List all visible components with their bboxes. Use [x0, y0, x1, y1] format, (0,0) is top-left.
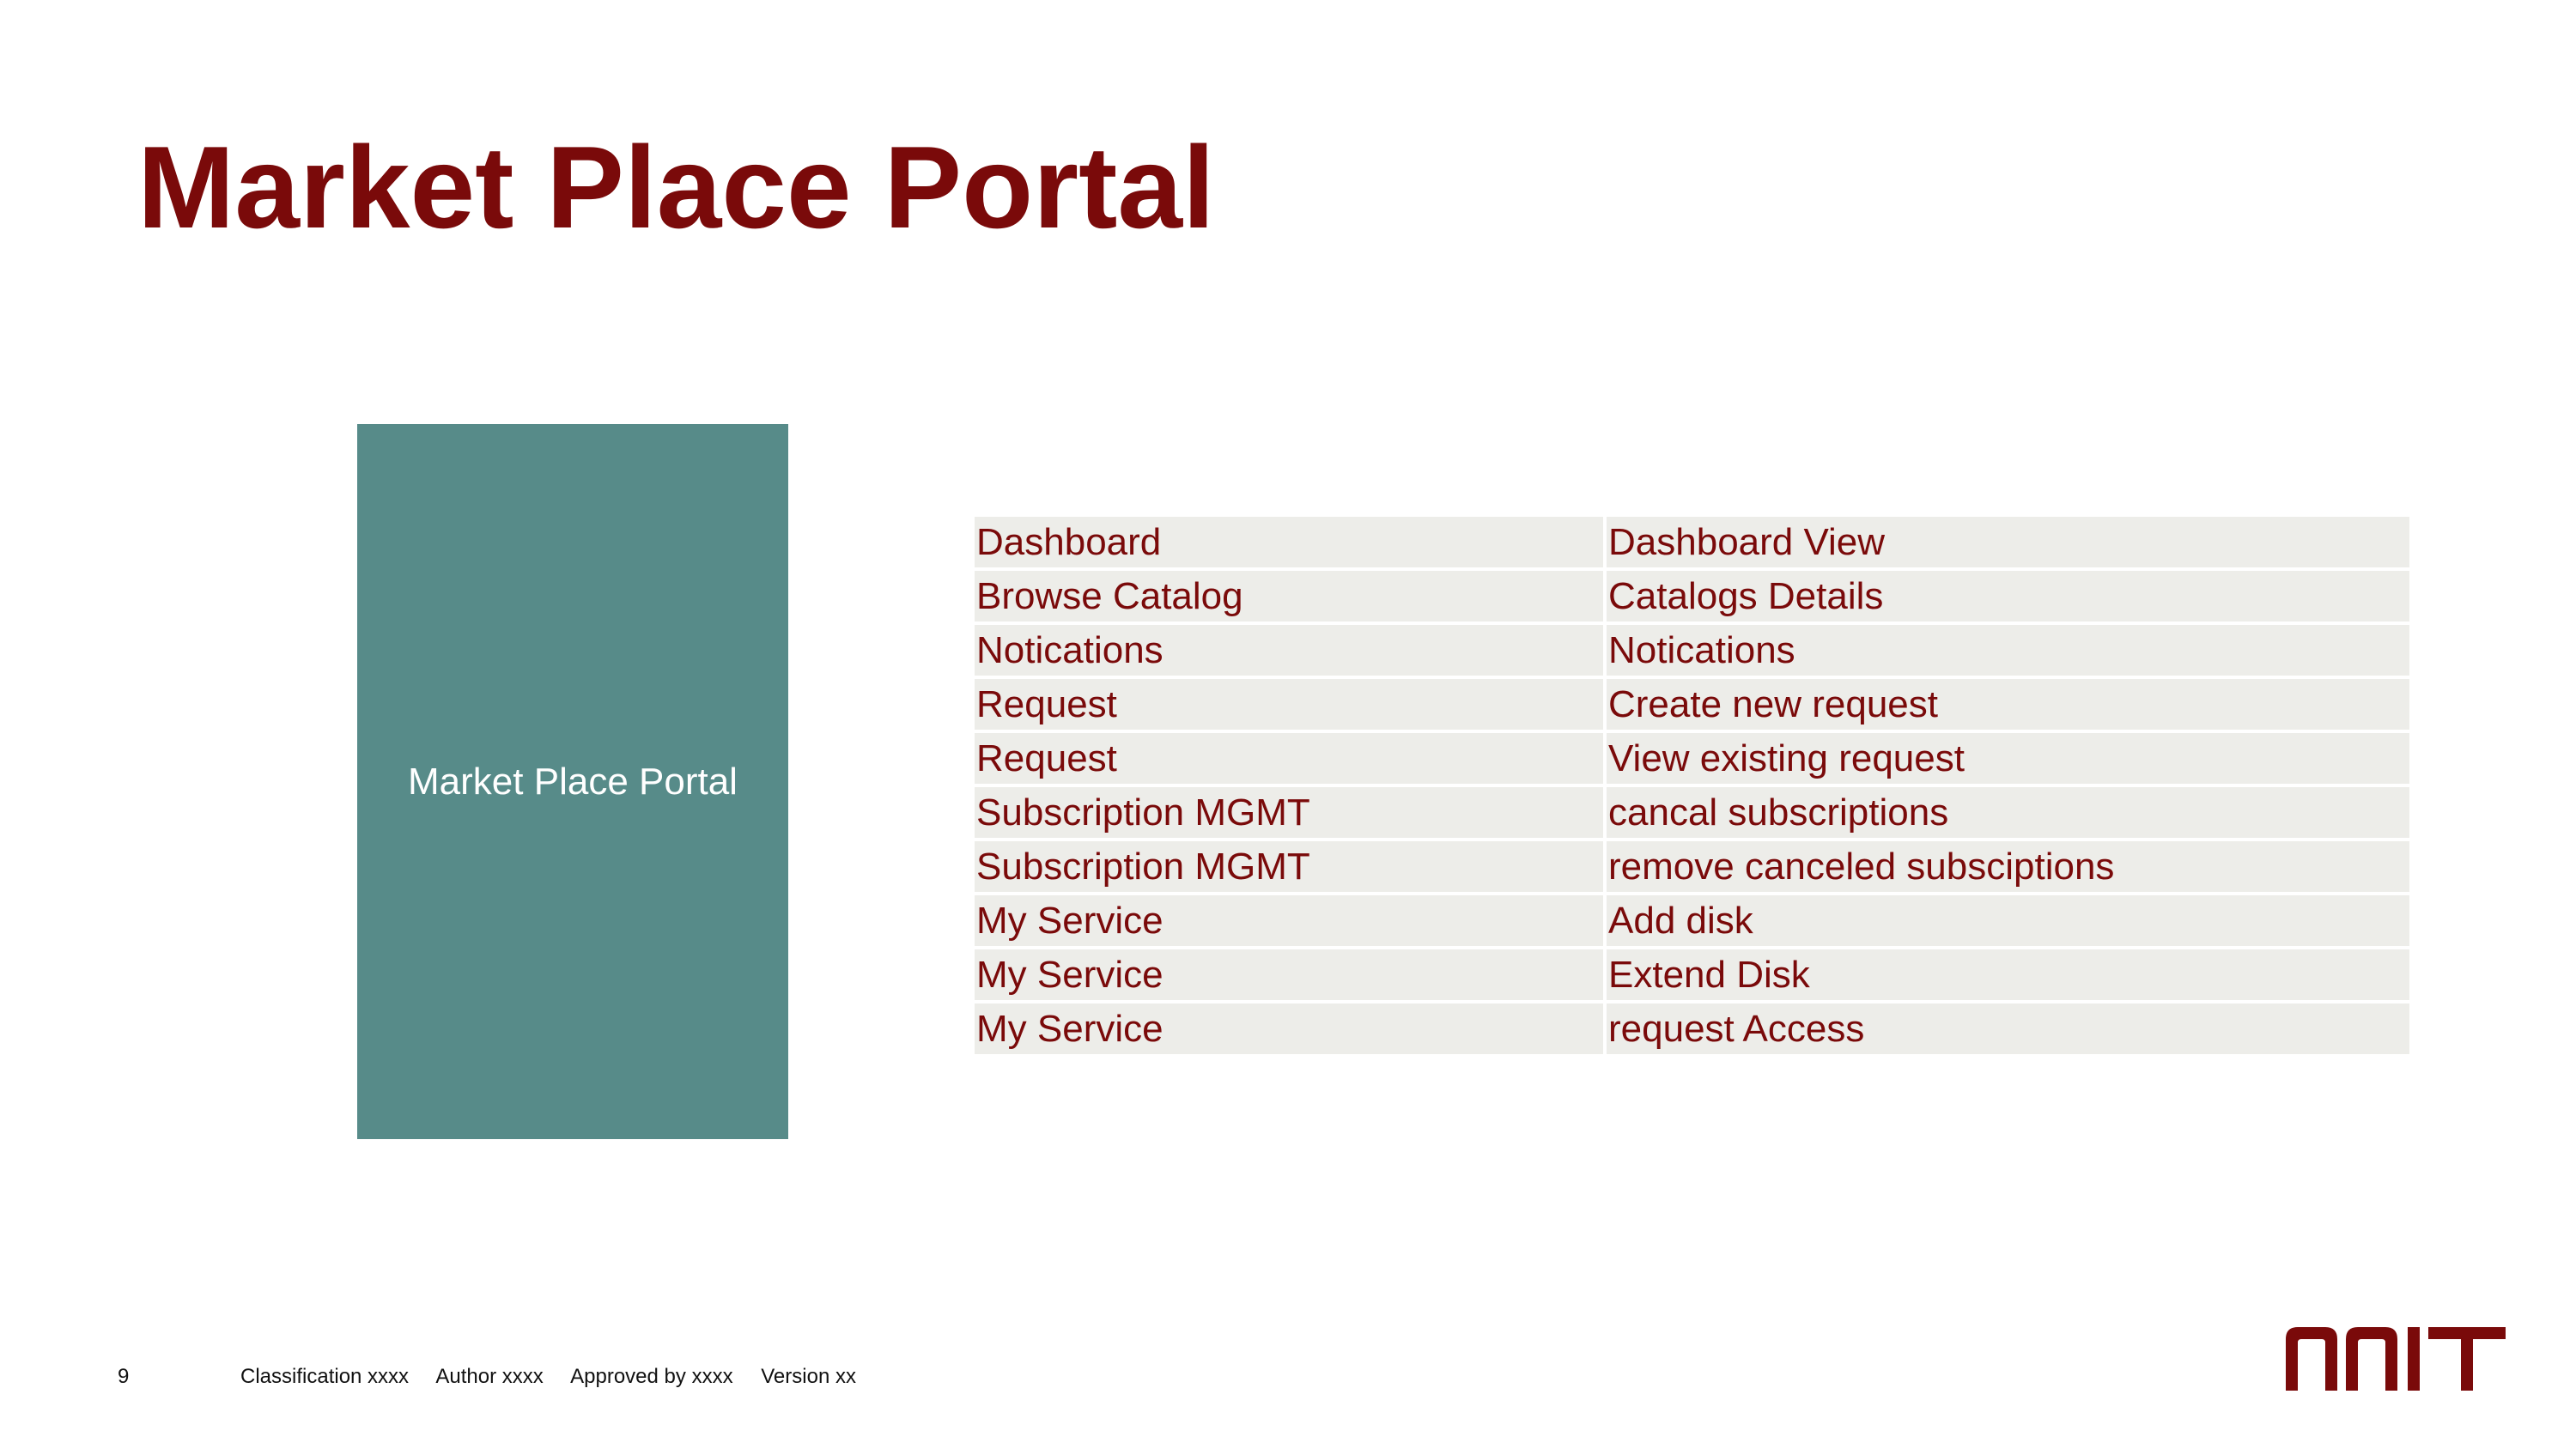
- table-row: My Service Extend Disk: [975, 949, 2409, 1000]
- table-cell-module: Request: [975, 733, 1603, 784]
- table-cell-feature: Add disk: [1607, 895, 2409, 946]
- table-row: My Service request Access: [975, 1003, 2409, 1054]
- feature-table: Dashboard Dashboard View Browse Catalog …: [971, 513, 2413, 1058]
- table-cell-module: Browse Catalog: [975, 571, 1603, 621]
- table-cell-module: Request: [975, 679, 1603, 730]
- nnit-logo: [2286, 1327, 2506, 1391]
- market-place-portal-box: Market Place Portal: [357, 424, 788, 1139]
- table-row: Notications Notications: [975, 625, 2409, 676]
- table-cell-feature: Extend Disk: [1607, 949, 2409, 1000]
- table-row: Request Create new request: [975, 679, 2409, 730]
- table-cell-module: My Service: [975, 1003, 1603, 1054]
- footer-classification: Classification xxxx: [240, 1365, 410, 1388]
- page-title: Market Place Portal: [137, 122, 1215, 252]
- table-row: Subscription MGMT cancal subscriptions: [975, 787, 2409, 838]
- table-cell-module: My Service: [975, 895, 1603, 946]
- table-cell-feature: View existing request: [1607, 733, 2409, 784]
- footer-approved-by: Approved by xxxx: [570, 1365, 733, 1388]
- table-cell-feature: request Access: [1607, 1003, 2409, 1054]
- table-cell-feature: Catalogs Details: [1607, 571, 2409, 621]
- table-cell-module: Dashboard: [975, 517, 1603, 567]
- footer-metadata: Classification xxxx Author xxxx Approved…: [240, 1365, 878, 1389]
- table-row: Browse Catalog Catalogs Details: [975, 571, 2409, 621]
- table-cell-module: Notications: [975, 625, 1603, 676]
- table-cell-module: Subscription MGMT: [975, 787, 1603, 838]
- table-row: My Service Add disk: [975, 895, 2409, 946]
- table-cell-feature: Notications: [1607, 625, 2409, 676]
- table-cell-feature: remove canceled subsciptions: [1607, 841, 2409, 892]
- footer-author: Author xxxx: [435, 1365, 544, 1388]
- page-number: 9: [118, 1365, 130, 1388]
- table-row: Dashboard Dashboard View: [975, 517, 2409, 567]
- table-row: Request View existing request: [975, 733, 2409, 784]
- table-cell-feature: Create new request: [1607, 679, 2409, 730]
- table-cell-module: Subscription MGMT: [975, 841, 1603, 892]
- table-cell-feature: Dashboard View: [1607, 517, 2409, 567]
- table-row: Subscription MGMT remove canceled subsci…: [975, 841, 2409, 892]
- table-cell-feature: cancal subscriptions: [1607, 787, 2409, 838]
- footer-version: Version xx: [761, 1365, 856, 1388]
- table-cell-module: My Service: [975, 949, 1603, 1000]
- market-place-portal-box-label: Market Place Portal: [408, 760, 738, 803]
